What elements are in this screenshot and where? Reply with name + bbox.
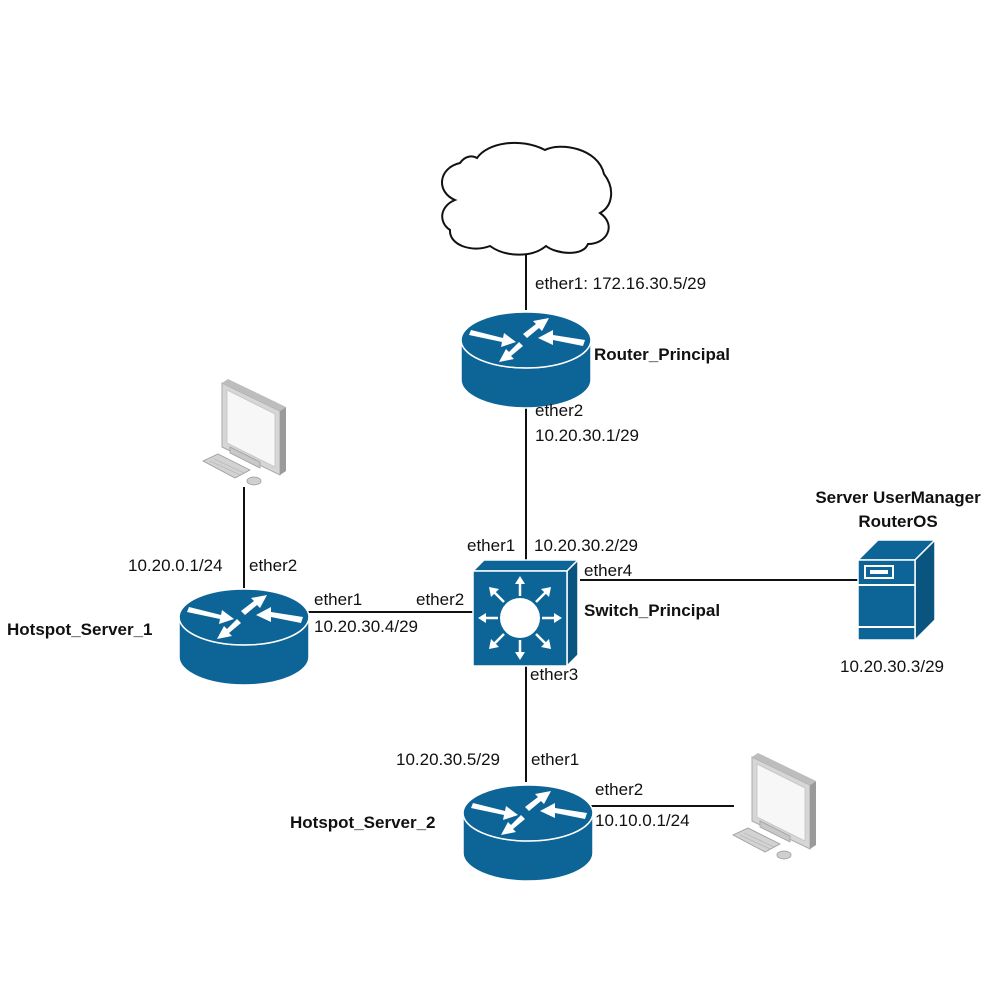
switch-ether1-label: ether1: [467, 536, 516, 555]
router-icon[interactable]: [178, 588, 310, 686]
switch-ether2-label: ether2: [416, 590, 465, 609]
workstation-icon[interactable]: [202, 378, 287, 486]
hotspot1-lan-ip: 10.20.0.1/24: [128, 556, 223, 575]
switch-ether3-label: ether3: [530, 665, 579, 684]
hotspot2-wan-ip: 10.20.30.5/29: [396, 750, 500, 769]
server-icon[interactable]: [856, 538, 937, 642]
server-name-line1: Server UserManager: [815, 488, 981, 507]
router-principal-ether1-label: ether1: 172.16.30.5/29: [535, 274, 707, 293]
hotspot1-lan-if: ether2: [249, 556, 298, 575]
router-principal-ether2-label: ether2: [535, 401, 584, 420]
switch-ether4-label: ether4: [584, 561, 633, 580]
workstation-icon[interactable]: [732, 752, 817, 860]
hotspot1-wan-if: ether1: [314, 590, 363, 609]
router-icon[interactable]: [460, 311, 592, 409]
router-principal-name: Router_Principal: [594, 345, 731, 364]
switch-icon[interactable]: [471, 558, 580, 668]
switch-ether1-ip: 10.20.30.2/29: [534, 536, 638, 555]
hotspot2-name: Hotspot_Server_2: [290, 813, 436, 832]
cloud-icon: [441, 141, 612, 256]
hotspot2-wan-if: ether1: [531, 750, 580, 769]
router-principal-ether2-ip: 10.20.30.1/29: [535, 426, 639, 445]
hotspot2-lan-ip: 10.10.0.1/24: [595, 811, 690, 830]
switch-principal-name: Switch_Principal: [584, 601, 721, 620]
server-ip: 10.20.30.3/29: [840, 657, 944, 676]
hotspot1-name: Hotspot_Server_1: [7, 620, 153, 639]
router-icon[interactable]: [462, 784, 594, 882]
server-name-line2: RouterOS: [858, 512, 938, 531]
links: [243, 250, 858, 807]
hotspot2-lan-if: ether2: [595, 780, 644, 799]
hotspot1-wan-ip: 10.20.30.4/29: [314, 617, 418, 636]
